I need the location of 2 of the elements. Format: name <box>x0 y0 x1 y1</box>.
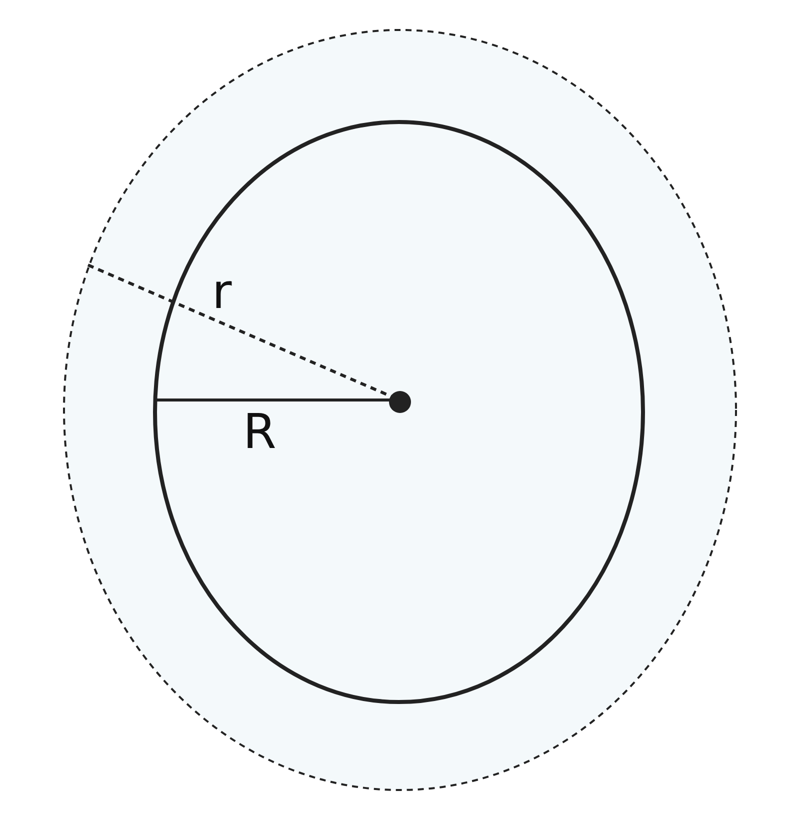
radius-label: r <box>212 268 232 316</box>
radius-label: R <box>243 408 276 456</box>
